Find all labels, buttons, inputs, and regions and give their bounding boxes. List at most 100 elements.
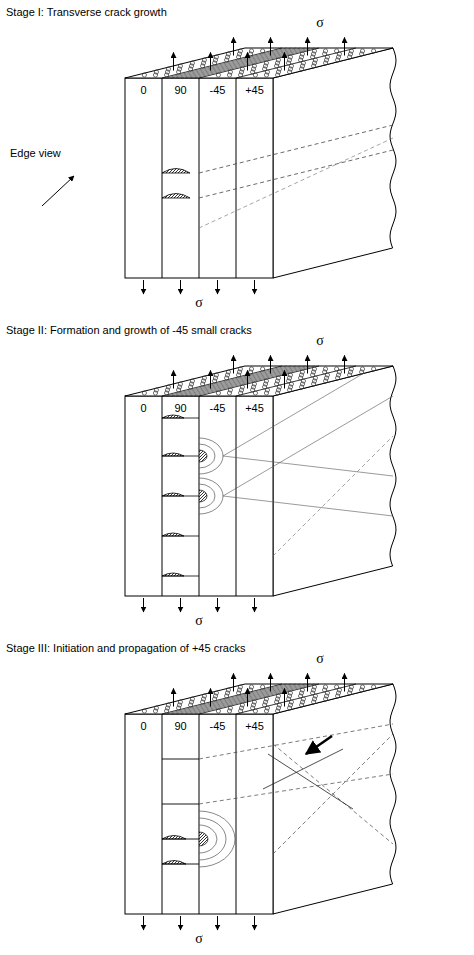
transverse-crack [162,493,184,496]
fiber-line [171,684,291,714]
fiber-end [336,376,340,380]
transverse-crack [162,759,199,760]
crack-front-contour [199,825,217,853]
fiber-line [185,48,305,78]
fiber-line [176,366,296,396]
ply-interface [199,48,319,78]
fiber-end [239,709,243,713]
fiber-end [153,391,157,395]
fiber-line [181,684,301,714]
stress-symbol: σ [310,333,330,349]
fiber-end [253,709,257,713]
laminate-edge-face [125,78,273,278]
load-arrow [284,689,285,707]
fiber-line [185,366,305,396]
laminate-top-face [125,366,393,396]
crack-plane-trace [199,150,393,198]
fiber-end [360,688,364,692]
fiber-end [201,64,205,68]
fiber-end [249,52,253,56]
transverse-crack [162,415,184,418]
fiber-end [189,703,193,707]
laminate-surface [273,684,396,914]
fiber-line [190,48,310,78]
load-arrow [173,371,174,389]
fiber-line [185,684,305,714]
fiber-end [227,391,231,395]
fiber-end [324,379,328,383]
fiber-end [261,49,265,53]
crack-plane-trace [199,724,393,759]
crack-front-contour [199,811,235,867]
ply-crack [268,754,353,809]
load-arrow [307,356,308,374]
crack-plane-trace [199,125,393,173]
fiber-end [142,73,146,77]
fiber-line [176,684,296,714]
fiber-end [264,73,268,77]
fiber-end [360,52,364,56]
transverse-crack [162,573,184,576]
load-arrow [344,38,345,56]
stage-heading: Stage I: Transverse crack growth [6,5,306,19]
transverse-crack [162,836,186,840]
crack-front-contour [199,478,223,514]
fiber-end [227,709,231,713]
laminate-edge-face [125,714,273,914]
fiber-line [190,366,310,396]
fiber-line [190,684,310,714]
laminate-surface [273,366,396,596]
fiber-end [348,373,352,377]
fiber-end [237,55,241,59]
ply-interface [236,78,237,278]
fiber-end [216,391,220,395]
fiber-end [216,709,220,713]
crack-layer [162,724,393,867]
transverse-crack [162,453,184,456]
fiber-line [167,48,287,78]
ply-angle-label: 90 [162,719,199,733]
laminate-edge-face [125,396,273,596]
load-arrow [284,371,285,389]
load-arrow [254,598,255,612]
fiber-end [237,373,241,377]
transverse-crack [162,804,199,805]
load-arrow [217,598,218,612]
crack-plane-trace [223,356,393,456]
fiber-line [194,366,314,396]
fiber-end [189,385,193,389]
fiber-end [312,700,316,704]
crack-front-contour [199,450,207,462]
fiber-end [216,73,220,77]
fiber-line [194,48,314,78]
load-arrow [180,598,181,612]
load-arrow [210,689,211,707]
fiber-end [201,700,205,704]
load-arrow [42,176,74,206]
fiber-end [225,376,229,380]
ply-angle-label: -45 [199,401,236,415]
crack-plane-trace [199,774,393,804]
load-arrow [233,356,234,374]
fiber-end [276,709,280,713]
fiber-end [237,691,241,695]
stress-symbol: σ [189,613,209,629]
stage-heading: Stage II: Formation and growth of -45 sm… [6,323,306,337]
fiber-end [253,391,257,395]
fiber-end [300,703,304,707]
fiber-end [288,70,292,74]
fiber-end [239,391,243,395]
load-arrow [210,53,211,71]
view-label: Edge view [10,146,80,160]
load-arrow [307,38,308,56]
load-arrow [306,736,332,754]
fiber-end [261,367,265,371]
ply-interface [162,714,163,914]
ply-angle-label: +45 [236,719,273,733]
fiber-end [372,49,376,53]
load-arrow [143,598,144,612]
crack-front-contour [199,484,215,508]
ply-interface [236,714,237,914]
